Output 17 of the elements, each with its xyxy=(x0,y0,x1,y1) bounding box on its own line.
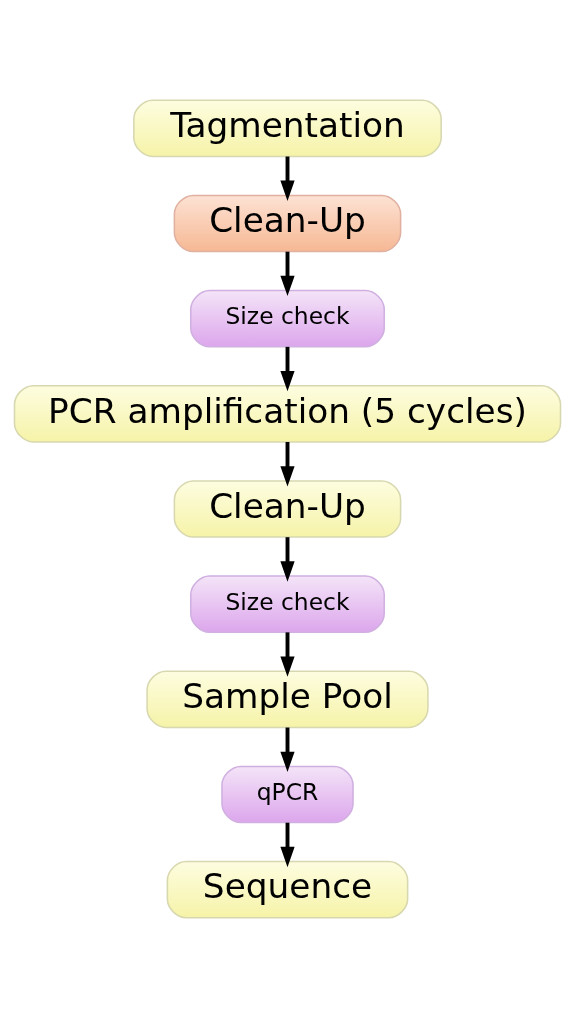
arrow xyxy=(280,442,295,487)
node-box: Clean-Up xyxy=(173,480,402,538)
arrow xyxy=(280,632,295,677)
node-box: Clean-Up xyxy=(173,194,402,253)
arrow xyxy=(280,537,295,582)
node-box: Sample Pool xyxy=(146,670,429,729)
node-box: qPCR xyxy=(221,765,354,824)
arrow xyxy=(280,822,295,868)
arrow xyxy=(280,346,295,392)
node-box: Size check xyxy=(190,289,385,348)
arrow xyxy=(280,156,295,201)
node-box: Tagmentation xyxy=(133,99,442,158)
node-box: Size check xyxy=(190,575,385,634)
arrow xyxy=(280,727,295,772)
arrow xyxy=(280,251,295,297)
node-box: PCR amplification (5 cycles) xyxy=(13,384,562,443)
node-box: Sequence xyxy=(166,860,409,919)
